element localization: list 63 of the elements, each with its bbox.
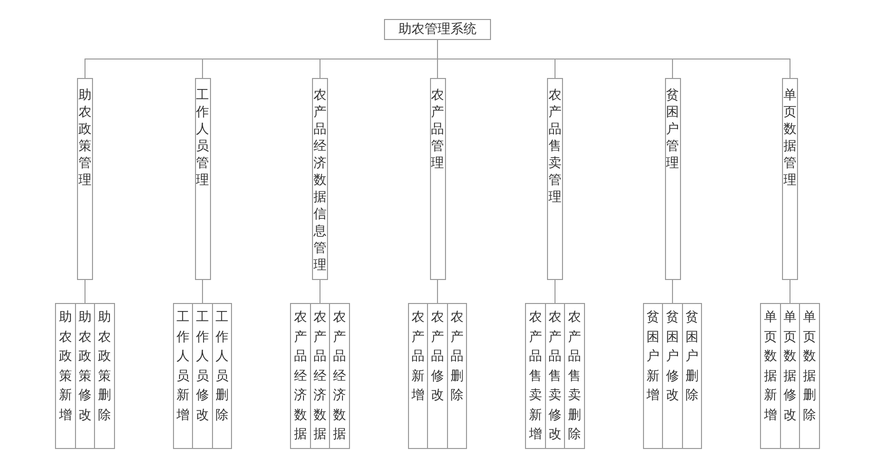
function-box [780,303,800,449]
function-label: 贫困户删除 [685,309,698,405]
function-box [55,303,76,449]
connector-line [84,280,86,304]
function-box [446,303,467,449]
system-title: 助农管理系统 [398,21,478,39]
function-label: 农产品删除 [450,309,464,405]
function-box [682,303,702,449]
function-label: 助农政策删除 [98,309,111,424]
function-label: 助农政策新增 [58,309,72,424]
module-label: 农产品管理 [431,86,444,172]
function-label: 助农政策修改 [78,309,92,424]
function-box [310,303,330,449]
function-box [642,303,663,449]
function-label: 单页数据删除 [802,309,816,424]
function-label: 单页数据新增 [764,309,777,424]
function-box [172,303,193,449]
function-label: 农产品经济数据 [313,309,326,444]
function-label: 工作人员新增 [176,309,190,424]
function-label: 农产品经济数据 [294,309,307,444]
function-box [408,303,428,449]
function-label: 贫困户修改 [666,309,679,405]
system-box [384,19,491,40]
function-box [544,303,565,449]
function-label: 工作人员修改 [196,309,209,424]
function-box [94,303,114,449]
function-box [564,303,584,449]
connector-line [554,280,556,304]
function-box [662,303,682,449]
function-label: 农产品售卖删除 [568,309,581,444]
connector-line [202,280,203,304]
module-box [430,78,446,280]
module-box [547,78,563,280]
function-label: 农产品新增 [411,309,424,405]
function-box [212,303,232,449]
function-box [329,303,350,449]
function-label: 工作人员删除 [215,309,228,424]
module-label: 农产品经济数据信息管理 [314,86,326,274]
function-box [525,303,546,449]
module-box [312,78,328,280]
function-label: 贫困户新增 [646,309,660,405]
function-box [760,303,780,449]
function-box [192,303,212,449]
module-label: 工作人员管理 [196,86,209,188]
module-box [77,78,93,280]
module-box [194,78,210,280]
function-label: 农产品售卖修改 [548,309,562,444]
function-box [74,303,95,449]
function-label: 农产品售卖新增 [528,309,542,444]
module-label: 助农政策管理 [78,86,92,188]
module-box [664,78,680,280]
module-label: 农产品售卖管理 [548,86,562,206]
function-box [290,303,310,449]
function-label: 农产品经济数据 [332,309,346,444]
function-label: 单页数据修改 [783,309,796,424]
module-box [782,78,798,280]
connector-line [437,280,438,304]
function-box [427,303,448,449]
module-label: 贫困户管理 [666,86,679,172]
connector-line [672,280,673,304]
function-label: 农产品修改 [430,309,444,405]
module-label: 单页数据管理 [784,86,796,188]
function-box [799,303,820,449]
